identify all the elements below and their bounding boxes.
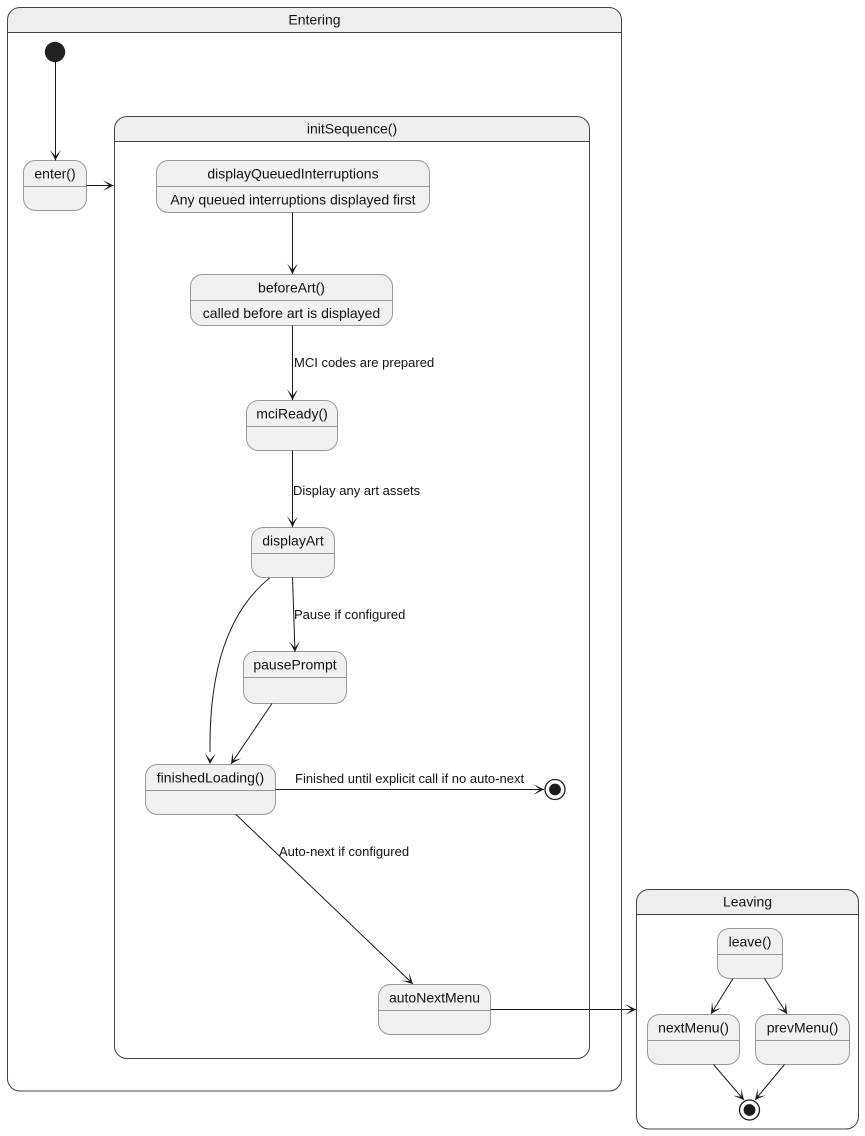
svg-text:finishedLoading(): finishedLoading() [157,770,264,786]
svg-text:prevMenu(): prevMenu() [767,1020,839,1036]
svg-text:leave(): leave() [729,934,772,950]
svg-text:Display any art assets: Display any art assets [293,483,421,498]
svg-text:nextMenu(): nextMenu() [658,1020,729,1036]
svg-text:Finished until explicit call i: Finished until explicit call if no auto-… [295,771,524,786]
svg-text:MCI codes are prepared: MCI codes are prepared [294,355,434,370]
svg-text:pausePrompt: pausePrompt [253,657,336,673]
svg-text:called before art is displayed: called before art is displayed [203,305,380,321]
svg-text:initSequence(): initSequence() [307,121,397,137]
svg-text:Leaving: Leaving [723,894,772,910]
svg-text:mciReady(): mciReady() [256,406,328,422]
svg-text:displayQueuedInterruptions: displayQueuedInterruptions [207,166,378,182]
svg-text:beforeArt(): beforeArt() [258,280,325,296]
svg-text:autoNextMenu: autoNextMenu [389,990,480,1006]
svg-text:enter(): enter() [34,166,75,182]
svg-text:Any queued interruptions displ: Any queued interruptions displayed first [170,192,415,208]
svg-text:Entering: Entering [288,12,340,28]
svg-text:Auto-next if configured: Auto-next if configured [279,844,409,859]
svg-text:Pause if configured: Pause if configured [294,607,405,622]
svg-text:displayArt: displayArt [262,533,324,549]
